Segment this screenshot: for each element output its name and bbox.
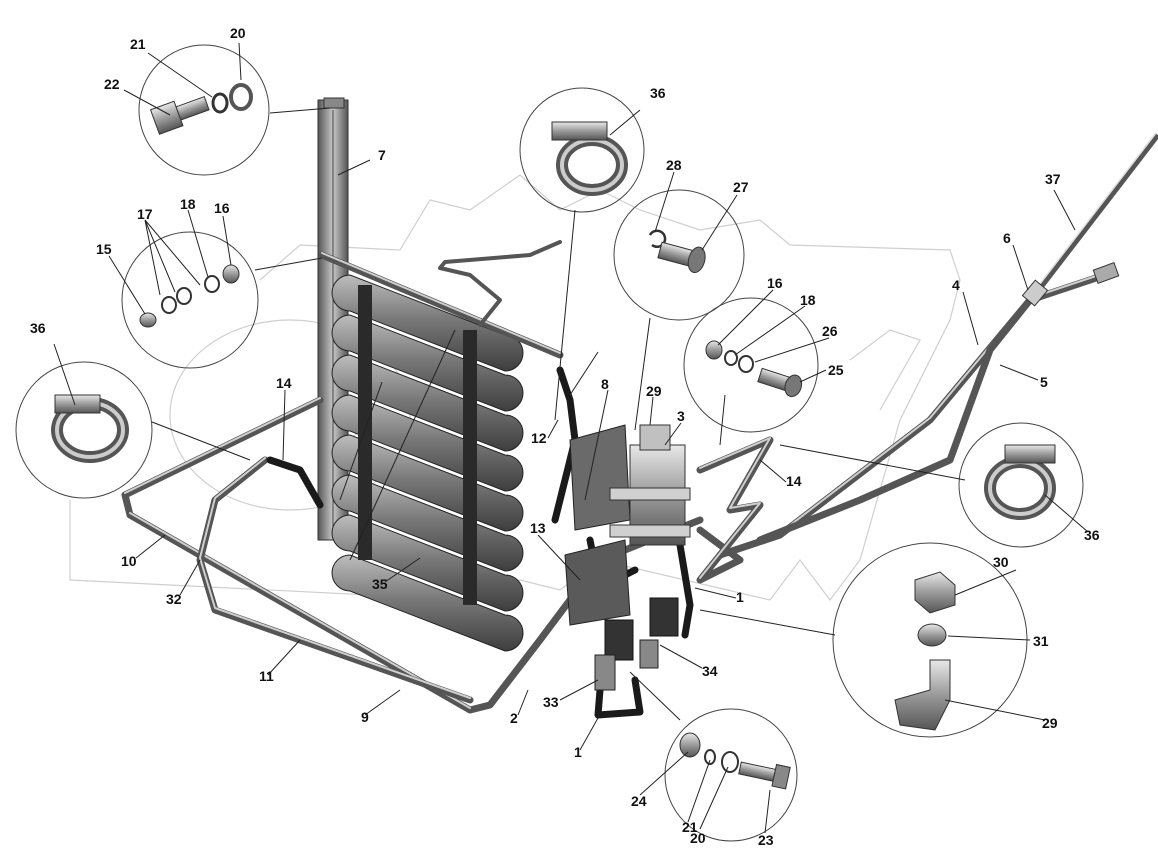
callout-26: 26 — [822, 323, 838, 339]
hose-clamp-icon — [984, 444, 1056, 520]
valve-assembly — [564, 424, 691, 691]
callout-29: 29 — [646, 383, 662, 399]
callout-1: 1 — [736, 589, 744, 605]
callout-labels: 21 20 22 7 36 28 27 37 17 18 16 15 6 4 1… — [30, 25, 1100, 848]
callout-9: 9 — [361, 709, 369, 725]
callout-33: 33 — [543, 694, 559, 710]
callout-16: 16 — [767, 275, 783, 291]
hose-clamp-icon — [51, 394, 129, 463]
callout-37: 37 — [1045, 171, 1061, 187]
callout-15: 15 — [96, 241, 112, 257]
callout-32: 32 — [166, 591, 182, 607]
fastener-parts — [51, 83, 1056, 790]
callout-1: 1 — [574, 744, 582, 760]
callout-2: 2 — [510, 710, 518, 726]
callout-21: 21 — [130, 36, 146, 52]
callout-11: 11 — [259, 668, 274, 684]
callout-12: 12 — [531, 430, 547, 446]
callout-20: 20 — [230, 25, 246, 41]
radiator-coil — [331, 274, 524, 652]
callout-36: 36 — [30, 320, 46, 336]
callout-14: 14 — [786, 473, 802, 489]
pipe-lines — [121, 132, 1158, 714]
callout-36: 36 — [650, 85, 666, 101]
callout-35: 35 — [372, 576, 388, 592]
callout-18: 18 — [180, 196, 196, 212]
callout-28: 28 — [666, 157, 682, 173]
coil-tube — [331, 554, 524, 652]
callout-22: 22 — [104, 76, 120, 92]
hose-clamp-icon — [551, 121, 628, 196]
callout-36: 36 — [1084, 527, 1100, 543]
callout-10: 10 — [121, 553, 137, 569]
callout-30: 30 — [993, 554, 1009, 570]
callout-23: 23 — [758, 832, 774, 848]
callout-21: 21 — [682, 819, 698, 835]
callout-25: 25 — [828, 362, 844, 378]
callout-14: 14 — [276, 375, 292, 391]
callout-5: 5 — [1040, 374, 1048, 390]
callout-29: 29 — [1042, 715, 1058, 731]
callout-4: 4 — [952, 277, 960, 293]
callout-20: 20 — [690, 830, 706, 846]
callout-27: 27 — [733, 179, 749, 195]
callout-24: 24 — [631, 793, 647, 809]
callout-16: 16 — [214, 200, 230, 216]
callout-6: 6 — [1003, 230, 1011, 246]
callout-34: 34 — [702, 663, 718, 679]
detail-circles — [15, 44, 1084, 842]
callout-3: 3 — [677, 408, 685, 424]
callout-13: 13 — [530, 520, 546, 536]
leader-lines — [53, 42, 1089, 834]
callout-8: 8 — [601, 376, 609, 392]
callout-7: 7 — [378, 147, 386, 163]
callout-18: 18 — [800, 292, 816, 308]
callout-31: 31 — [1033, 633, 1049, 649]
callout-17: 17 — [137, 206, 153, 222]
